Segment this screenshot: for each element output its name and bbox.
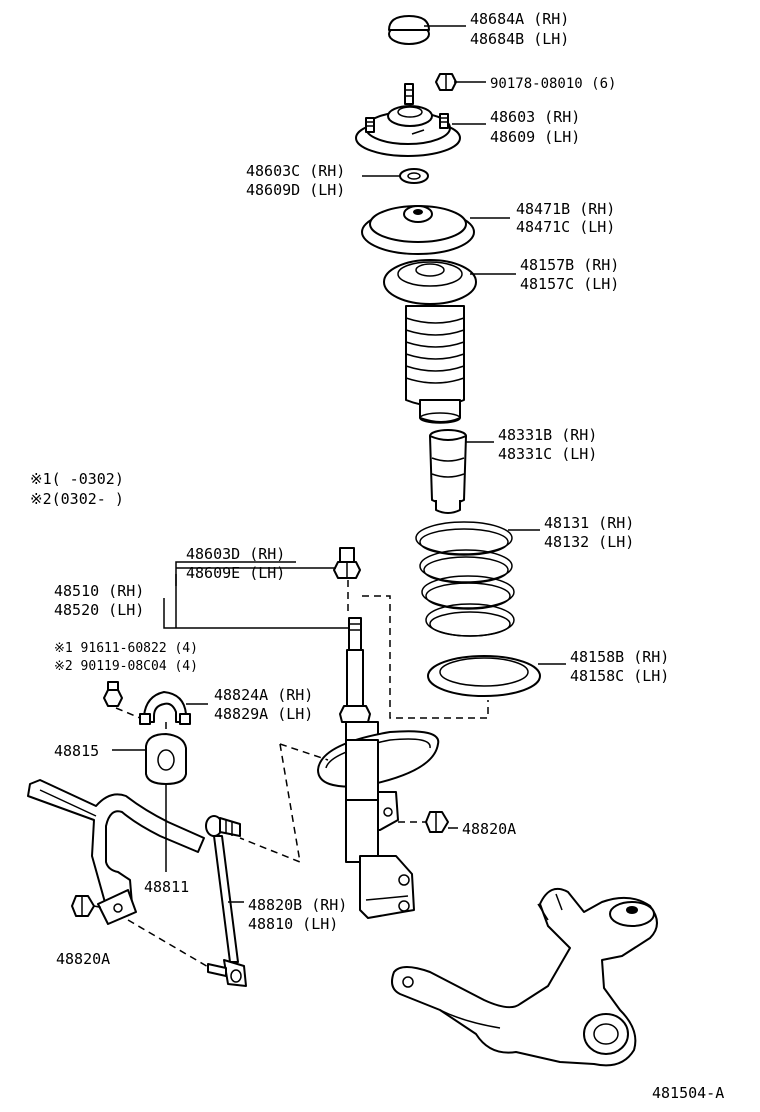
callout-line: 48820A [462,820,516,838]
callout-nut-bar: 48820A [56,950,110,968]
stabilizer-bar-drawing [27,779,205,925]
callout-support: 48603 (RH) 48609 (LH) [490,108,580,146]
bar-nut-drawing [71,895,95,917]
callout-line: 48820B (RH) [248,896,347,914]
callout-line: 48158C (LH) [570,667,669,685]
callout-line: 48520 (LH) [54,601,144,619]
callout-bracket: 48824A (RH) 48829A (LH) [214,686,313,723]
callout-line: 48609E (LH) [186,564,285,582]
strut-mount-drawing [355,83,461,157]
callout-upper-seat: 48471B (RH) 48471C (LH) [516,200,615,236]
callout-nut-link: 48820A [462,820,516,838]
callout-line: 48603 (RH) [490,108,580,126]
callout-line: 90178-08010 (6) [490,76,616,92]
callout-boot: 48157B (RH) 48157C (LH) [520,256,619,293]
bolt-bracket-dash [115,707,141,719]
callout-line: ※2 90119-08C04 (4) [54,659,198,674]
stabilizer-bushing-drawing [145,733,187,785]
lower-insulator-drawing [427,655,541,697]
bar-link-dash [127,919,211,969]
top-nut-drawing [435,73,457,91]
upper-spring-seat-drawing [361,205,475,255]
callout-line: 48132 (LH) [544,533,634,551]
steering-knuckle-drawing [391,888,658,1067]
note-line: ※1( -0302) [30,470,124,488]
callout-line: 48829A (LH) [214,705,313,723]
coil-spring-drawing [415,521,515,637]
spring-alignment-dash [362,595,489,719]
callout-line: 48684A (RH) [470,10,569,28]
production-notes: ※1( -0302) ※2(0302- ) [30,470,124,508]
callout-line: 48471C (LH) [516,218,615,236]
bar-nut-dash [93,905,105,909]
callout-link: 48820B (RH) 48810 (LH) [248,896,347,933]
link-mount-dash [279,743,329,761]
callout-nut-strut: 48603D (RH) 48609E (LH) [186,545,285,582]
callout-insulator: 48158B (RH) 48158C (LH) [570,648,669,685]
callout-line: 48331B (RH) [498,426,597,444]
figure-id: 481504-A [652,1084,724,1102]
callout-line: 48824A (RH) [214,686,313,704]
bracket-bolt-drawing [103,681,123,707]
callout-nut-top: 90178-08010 (6) [490,76,616,92]
callout-line: 48609 (LH) [490,128,580,146]
callout-line: 48158B (RH) [570,648,669,666]
bump-stopper-drawing [429,429,467,514]
link-to-strut-dash [239,743,301,864]
callout-line: 48157B (RH) [520,256,619,274]
callout-line: 48131 (RH) [544,514,634,532]
callout-line: 48510 (RH) [54,582,144,600]
callout-line: 48820A [56,950,110,968]
link-nut-drawing [425,811,449,833]
callout-line: 48810 (LH) [248,915,338,933]
callout-line: 48603C (RH) [246,162,345,180]
callout-line: 48811 [144,878,189,896]
callout-bushing: 48815 [54,742,99,760]
callout-line: 48684B (LH) [470,30,569,48]
callout-line: ※1 91611-60822 (4) [54,641,198,656]
bearing-drawing [399,168,429,184]
callout-line: 48603D (RH) [186,545,285,563]
stabilizer-bracket-drawing [143,691,187,723]
stabilizer-link-drawing [205,815,247,987]
callout-stabilizer: 48811 [144,878,189,896]
callout-absorber: 48510 (RH) 48520 (LH) [54,582,144,619]
dust-boot-drawing [383,259,477,424]
callout-bearing: 48603C (RH) 48609D (LH) [246,162,345,199]
callout-line: 48157C (LH) [520,275,619,293]
note-line: ※2(0302- ) [30,490,124,508]
callout-spring: 48131 (RH) 48132 (LH) [544,514,634,551]
strut-nut-drawing [333,547,361,579]
callout-line: 48471B (RH) [516,200,615,218]
shock-absorber-drawing [317,617,440,919]
callout-line: 48331C (LH) [498,445,597,463]
callout-bumper: 48331B (RH) 48331C (LH) [498,426,597,463]
dust-cap-drawing [388,15,430,45]
callout-bolt: ※1 91611-60822 (4) ※2 90119-08C04 (4) [54,641,198,674]
callout-cap: 48684A (RH) 48684B (LH) [470,10,569,48]
callout-line: 48815 [54,742,99,760]
callout-line: 48609D (LH) [246,181,345,199]
